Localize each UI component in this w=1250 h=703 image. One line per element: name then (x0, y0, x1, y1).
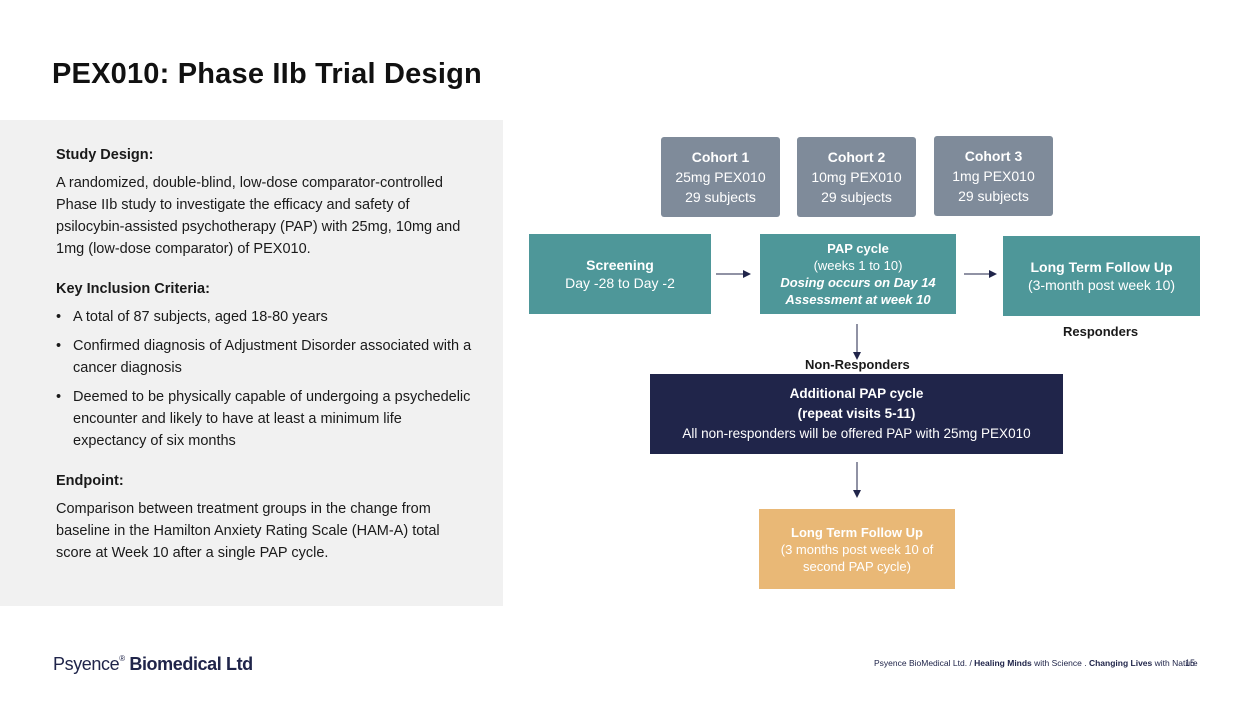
cohort-name: Cohort 2 (827, 149, 886, 165)
cohort-subjects: 29 subjects (685, 189, 756, 205)
additional-title: Additional PAP cycle (789, 386, 924, 401)
study-info-panel: Study Design: A randomized, double-blind… (0, 120, 503, 606)
list-item: •A total of 87 subjects, aged 18-80 year… (56, 306, 476, 328)
screening-box: Screening Day -28 to Day -2 (529, 234, 711, 314)
followup2-line1: (3 months post week 10 of (780, 541, 934, 557)
pap-title: PAP cycle (827, 241, 889, 256)
cohort-subjects: 29 subjects (821, 189, 892, 205)
company-logo: Psyence® Biomedical Ltd (53, 654, 253, 674)
criteria-list: •A total of 87 subjects, aged 18-80 year… (56, 306, 476, 452)
cohort-subjects: 29 subjects (958, 188, 1029, 204)
followup-second-box: Long Term Follow Up (3 months post week … (759, 509, 955, 589)
followup2-title: Long Term Follow Up (791, 524, 923, 540)
pap-note-assessment: Assessment at week 10 (785, 292, 931, 307)
responders-label: Responders (1063, 324, 1139, 339)
non-responders-label: Non-Responders (805, 357, 910, 372)
footer-tagline: Psyence BioMedical Ltd. / Healing Minds … (874, 658, 1198, 668)
additional-text: All non-responders will be offered PAP w… (682, 426, 1031, 441)
criteria-heading: Key Inclusion Criteria: (56, 281, 210, 297)
endpoint-text: Comparison between treatment groups in t… (56, 501, 440, 561)
endpoint-heading: Endpoint: (56, 473, 124, 489)
followup-subtitle: (3-month post week 10) (1027, 277, 1176, 293)
followup-title: Long Term Follow Up (1030, 259, 1173, 275)
cohort-3-box: Cohort 3 1mg PEX010 29 subjects (934, 136, 1053, 216)
page-title: PEX010: Phase IIb Trial Design (52, 58, 482, 90)
additional-subtitle: (repeat visits 5-11) (797, 406, 916, 421)
cohort-dose: 10mg PEX010 (811, 169, 902, 185)
cohort-1-box: Cohort 1 25mg PEX010 29 subjects (661, 137, 780, 217)
bullet-icon: • (56, 389, 62, 405)
bullet-icon: • (56, 338, 62, 354)
additional-pap-box: Additional PAP cycle (repeat visits 5-11… (650, 374, 1063, 454)
cohort-dose: 1mg PEX010 (952, 168, 1035, 184)
cohort-name: Cohort 1 (691, 149, 750, 165)
pap-cycle-box: PAP cycle (weeks 1 to 10) Dosing occurs … (760, 234, 956, 314)
study-design-text: A randomized, double-blind, low-dose com… (56, 175, 461, 257)
screening-title: Screening (586, 257, 654, 273)
followup2-line2: second PAP cycle) (803, 558, 911, 574)
bullet-icon: • (56, 309, 62, 325)
list-item: •Deemed to be physically capable of unde… (56, 386, 476, 452)
list-item: •Confirmed diagnosis of Adjustment Disor… (56, 335, 476, 379)
study-design-heading: Study Design: (56, 147, 154, 163)
followup-box: Long Term Follow Up (3-month post week 1… (1003, 236, 1200, 316)
pap-note-dosing: Dosing occurs on Day 14 (780, 275, 936, 290)
cohort-dose: 25mg PEX010 (675, 169, 766, 185)
screening-subtitle: Day -28 to Day -2 (565, 275, 675, 291)
cohort-name: Cohort 3 (964, 148, 1023, 164)
cohort-2-box: Cohort 2 10mg PEX010 29 subjects (797, 137, 916, 217)
pap-subtitle: (weeks 1 to 10) (813, 258, 903, 273)
page-number: 15 (1185, 658, 1196, 668)
